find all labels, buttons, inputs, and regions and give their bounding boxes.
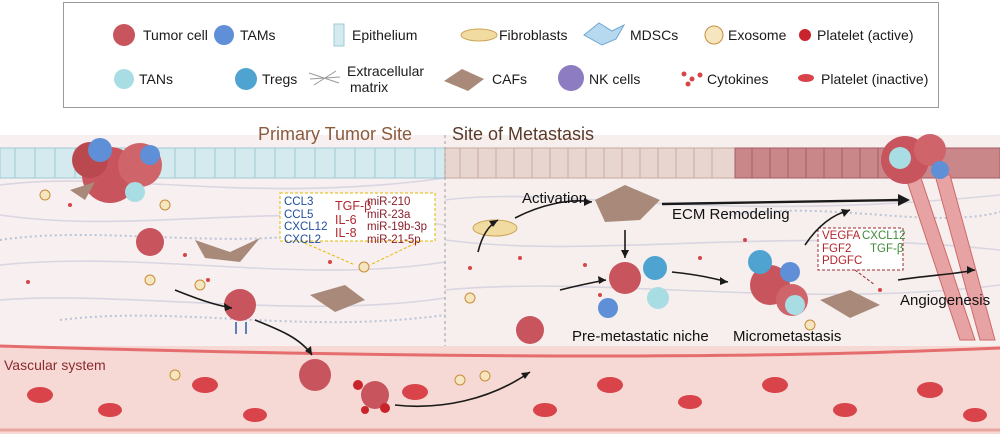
caf-activated — [595, 185, 660, 222]
exosome — [358, 261, 370, 273]
tumor-cell-icon — [113, 24, 135, 46]
metastasis-site-title: Site of Metastasis — [452, 124, 595, 144]
tans-icon — [114, 69, 134, 89]
legend-cafs: CAFs — [492, 71, 527, 87]
micrometastasis-label: Micrometastasis — [733, 328, 842, 345]
chemokine-list: CCL3 CCL5 CXCL12 CXCL2 — [284, 196, 327, 246]
activation-label: Activation — [522, 190, 588, 207]
chemokine-item: CXCL2 — [284, 233, 322, 246]
tumor-cell — [136, 228, 164, 256]
legend-ecm-line1: Extracellular — [347, 63, 425, 79]
legend-ecm-line2: matrix — [350, 79, 389, 95]
legend-tams: TAMs — [240, 27, 276, 43]
tan — [647, 287, 669, 309]
metastatic-top-cluster — [881, 134, 949, 184]
legend-panel: Tumor cell TAMs Epithelium Fibroblasts M… — [63, 2, 939, 108]
pre-metastatic-niche-label: Pre-metastatic niche — [572, 328, 709, 345]
legend-tans: TANs — [139, 71, 173, 87]
legend-tregs: Tregs — [262, 71, 298, 87]
ecm-remodeling-label: ECM Remodeling — [672, 206, 790, 223]
ctc-cell — [299, 359, 331, 391]
legend-platelet-inactive: Platelet (inactive) — [821, 71, 929, 87]
arrow-heads — [224, 194, 975, 379]
epithelium-primary — [0, 147, 446, 179]
exosome-icon — [704, 25, 724, 45]
chemokine-item: CCL5 — [284, 208, 314, 221]
angiogenic-factor: FGF2 — [822, 242, 852, 255]
ecm-icon — [308, 70, 341, 86]
primary-factor-box — [279, 192, 436, 242]
caf-cell — [820, 290, 880, 318]
mirna-item: miR-21-5p — [367, 233, 421, 246]
niche-factor: CXCL12 — [862, 230, 906, 242]
platelet-active-icon — [799, 29, 811, 41]
mdscs-icon — [583, 22, 626, 46]
angiogenic-factor: PDGFC — [822, 255, 863, 267]
platelet-inactive-icon — [798, 74, 814, 82]
cytokine-item: IL-8 — [335, 226, 357, 240]
caf-cell — [310, 285, 365, 312]
legend-cytokines: Cytokines — [707, 71, 769, 87]
tams-icon — [214, 25, 234, 45]
legend-icons — [113, 22, 814, 91]
chemokine-item: CCL3 — [284, 196, 314, 208]
legend-exosome: Exosome — [728, 27, 787, 43]
nk-cells-icon — [558, 65, 584, 91]
fibroblasts-icon — [460, 28, 498, 42]
legend-nk-cells: NK cells — [589, 71, 641, 87]
cytokine-list: TGF-β IL-6 IL-8 — [335, 199, 372, 241]
primary-site-title: Primary Tumor Site — [258, 124, 413, 144]
cafs-icon — [444, 69, 484, 91]
chemokine-item: CXCL12 — [284, 221, 328, 233]
micrometastasis-cluster — [748, 250, 808, 316]
metastasis-factor-box — [817, 227, 904, 271]
angiogenic-factor: VEGFA — [822, 230, 861, 242]
epithelium-icon — [333, 23, 345, 47]
legend-tumor-cell: Tumor cell — [143, 27, 208, 43]
active-platelets — [353, 380, 390, 414]
mirna-item: miR-19b-3p — [367, 221, 428, 233]
ctc-cluster — [361, 381, 389, 409]
tam — [598, 298, 618, 318]
mirna-list: miR-210 miR-23a miR-19b-3p miR-21-5p — [367, 196, 427, 246]
cytokine-item: IL-6 — [335, 212, 357, 227]
red-blood-cells — [27, 377, 987, 422]
vessel-lumen — [0, 346, 1000, 434]
caf-cell — [195, 238, 260, 262]
tregs-icon — [235, 68, 257, 90]
legend-mdscs: MDSCs — [630, 27, 679, 43]
integrin-markers — [235, 322, 247, 334]
mirna-item: miR-210 — [367, 196, 411, 208]
legend-platelet-active: Platelet (active) — [817, 27, 914, 43]
treg — [643, 256, 667, 280]
cytokine-dots — [26, 203, 882, 297]
mirna-item: miR-23a — [367, 208, 411, 221]
exosome-particles — [39, 189, 816, 386]
angiogenic-factor-list: VEGFA FGF2 PDGFC — [822, 230, 862, 268]
tumor-cell — [224, 289, 256, 321]
vessel-wall — [0, 344, 1000, 358]
fibroblast — [472, 219, 518, 237]
angiogenesis-label: Angiogenesis — [900, 292, 991, 309]
niche-factor: TGF-β — [870, 242, 904, 255]
cytokines-icon — [681, 71, 703, 87]
niche-tumor-cell — [609, 262, 641, 294]
legend-epithelium: Epithelium — [352, 27, 418, 43]
vascular-system-label: Vascular system — [4, 357, 106, 373]
epithelium-metastasis — [444, 147, 1000, 179]
legend-fibroblasts: Fibroblasts — [499, 27, 568, 43]
extravasating-cell — [516, 316, 544, 344]
niche-factor-list: CXCL12 TGF-β — [862, 230, 905, 255]
primary-tumor-mass — [70, 138, 162, 203]
cytokine-item: TGF-β — [335, 199, 372, 213]
